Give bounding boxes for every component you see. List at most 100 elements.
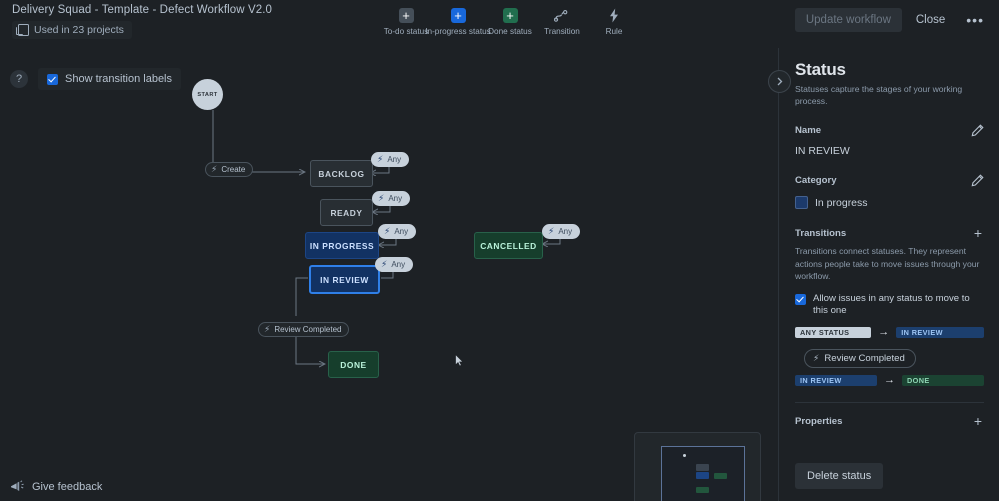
top-bar-actions: Update workflow Close ••• xyxy=(794,8,991,32)
status-node-ready[interactable]: READY xyxy=(320,199,373,226)
transition-label-text: Any xyxy=(388,194,403,203)
name-label: Name xyxy=(795,125,822,137)
status-chip-from: ANY STATUS xyxy=(795,327,872,339)
delete-status-button[interactable]: Delete status xyxy=(795,463,884,489)
add-transition-label: Transition xyxy=(544,27,580,36)
add-done-status-label: Done status xyxy=(488,27,532,36)
start-node[interactable]: START xyxy=(192,79,223,110)
allow-any-status-checkbox[interactable]: Allow issues in any status to move to th… xyxy=(795,293,984,316)
give-feedback-label: Give feedback xyxy=(32,480,103,493)
transition-label-text: Any xyxy=(387,155,402,164)
collapse-panel-button[interactable] xyxy=(768,70,791,93)
bolt-icon: ⚡ xyxy=(264,324,271,334)
used-in-projects-label: Used in 23 projects xyxy=(34,24,124,36)
bolt-icon: ⚡ xyxy=(548,226,555,236)
bolt-icon: ⚡ xyxy=(377,154,384,164)
add-transition-icon[interactable]: + xyxy=(973,225,982,242)
status-node-in-review[interactable]: IN REVIEW xyxy=(309,265,380,294)
add-todo-status-button[interactable]: + To-do status xyxy=(380,3,432,36)
transition-label-any[interactable]: ⚡ Any xyxy=(378,224,417,239)
transition-row-in-review-to-done[interactable]: ⚡ Review Completed IN REVIEW → DONE xyxy=(795,338,984,387)
add-todo-status-label: To-do status xyxy=(383,27,429,36)
bolt-icon: ⚡ xyxy=(813,353,820,364)
add-transition-button[interactable]: Transition xyxy=(536,3,588,36)
transition-label-text: Review Completed xyxy=(274,325,342,334)
workflow-title-block: Delivery Squad - Template - Defect Workf… xyxy=(12,4,272,41)
transition-label-review-completed[interactable]: ⚡ Review Completed xyxy=(258,322,350,337)
give-feedback-button[interactable]: Give feedback xyxy=(10,480,102,493)
more-options-button[interactable]: ••• xyxy=(959,9,991,31)
bolt-icon: ⚡ xyxy=(378,193,385,203)
minimap-node-cancelled xyxy=(714,473,727,479)
status-node-cancelled[interactable]: CANCELLED xyxy=(474,232,543,259)
minimap[interactable] xyxy=(634,432,761,501)
help-icon[interactable]: ? xyxy=(10,70,28,88)
transition-label-text: Create xyxy=(221,165,246,174)
minimap-node-inprogress xyxy=(696,472,709,479)
transition-label-any[interactable]: ⚡ Any xyxy=(375,257,414,272)
category-color-swatch xyxy=(795,196,808,210)
show-transition-labels-label: Show transition labels xyxy=(65,73,173,85)
transitions-section-header: Transitions + xyxy=(795,226,984,240)
category-value: In progress xyxy=(815,196,868,209)
status-details-panel: Status Statuses capture the stages of yo… xyxy=(768,48,999,501)
show-transition-labels-toggle[interactable]: Show transition labels xyxy=(38,68,182,90)
status-node-done[interactable]: DONE xyxy=(328,351,379,378)
arrow-right-icon: → xyxy=(884,374,895,387)
checkbox-checked-icon xyxy=(47,73,58,85)
properties-section-header: Properties + xyxy=(795,414,984,428)
transition-rule-label: Review Completed xyxy=(824,353,905,365)
transition-label-text: Any xyxy=(558,227,573,236)
transitions-label: Transitions xyxy=(795,227,847,239)
add-inprogress-status-button[interactable]: + In-progress status xyxy=(425,3,491,36)
bolt-icon: ⚡ xyxy=(381,259,388,269)
add-inprogress-status-label: In-progress status xyxy=(425,27,491,36)
minimap-viewport[interactable] xyxy=(661,446,745,501)
canvas-controls: ? Show transition labels xyxy=(10,68,182,90)
top-bar: Delivery Squad - Template - Defect Workf… xyxy=(0,0,999,49)
pencil-icon[interactable] xyxy=(971,174,984,187)
pencil-icon[interactable] xyxy=(971,124,984,137)
add-done-status-button[interactable]: + Done status xyxy=(484,3,536,36)
panel-title: Status xyxy=(795,60,846,79)
transition-label-text: Any xyxy=(394,227,409,236)
panel-divider xyxy=(795,402,984,404)
add-rule-button[interactable]: Rule xyxy=(588,3,640,36)
checkbox-checked-icon xyxy=(795,294,806,306)
minimap-node-todo xyxy=(696,464,709,471)
category-label: Category xyxy=(795,175,837,187)
name-section-header: Name xyxy=(795,124,984,137)
close-button[interactable]: Close xyxy=(908,8,953,32)
allow-any-status-label: Allow issues in any status to move to th… xyxy=(813,293,970,316)
add-property-icon[interactable]: + xyxy=(973,413,982,430)
panel-subtitle: Statuses capture the stages of your work… xyxy=(795,84,963,107)
workflow-canvas[interactable]: ? Show transition labels xyxy=(0,48,778,501)
megaphone-icon xyxy=(11,480,24,491)
transition-label-any[interactable]: ⚡ Any xyxy=(542,224,581,239)
status-chip-to: DONE xyxy=(902,375,984,387)
status-chip-from: IN REVIEW xyxy=(795,375,877,387)
transition-label-any[interactable]: ⚡ Any xyxy=(371,152,410,167)
bolt-icon xyxy=(608,7,620,24)
used-in-projects-badge[interactable]: Used in 23 projects xyxy=(12,21,132,39)
chevron-right-icon xyxy=(777,77,782,86)
transition-rule-review-completed[interactable]: ⚡ Review Completed xyxy=(804,349,916,369)
bolt-icon: ⚡ xyxy=(384,226,391,236)
plus-icon: + xyxy=(502,7,518,24)
transition-row-any-to-in-review[interactable]: ANY STATUS → IN REVIEW xyxy=(795,326,984,339)
plus-icon: + xyxy=(398,7,414,24)
transition-label-create[interactable]: ⚡ Create xyxy=(205,162,254,177)
status-node-backlog[interactable]: BACKLOG xyxy=(310,160,373,187)
page-title: Delivery Squad - Template - Defect Workf… xyxy=(12,4,273,16)
mouse-cursor xyxy=(455,354,464,367)
copy-icon xyxy=(16,24,29,36)
plus-icon: + xyxy=(450,7,466,24)
arrow-right-icon: → xyxy=(878,326,890,339)
minimap-node-start xyxy=(683,454,686,457)
status-chip-to: IN REVIEW xyxy=(896,327,984,339)
toolbar: + To-do status + In-progress status + Do… xyxy=(380,3,640,36)
update-workflow-button[interactable]: Update workflow xyxy=(794,8,902,32)
transition-label-any[interactable]: ⚡ Any xyxy=(372,191,411,206)
status-node-in-progress[interactable]: IN PROGRESS xyxy=(305,232,379,259)
transitions-description: Transitions connect statuses. They repre… xyxy=(795,246,980,281)
